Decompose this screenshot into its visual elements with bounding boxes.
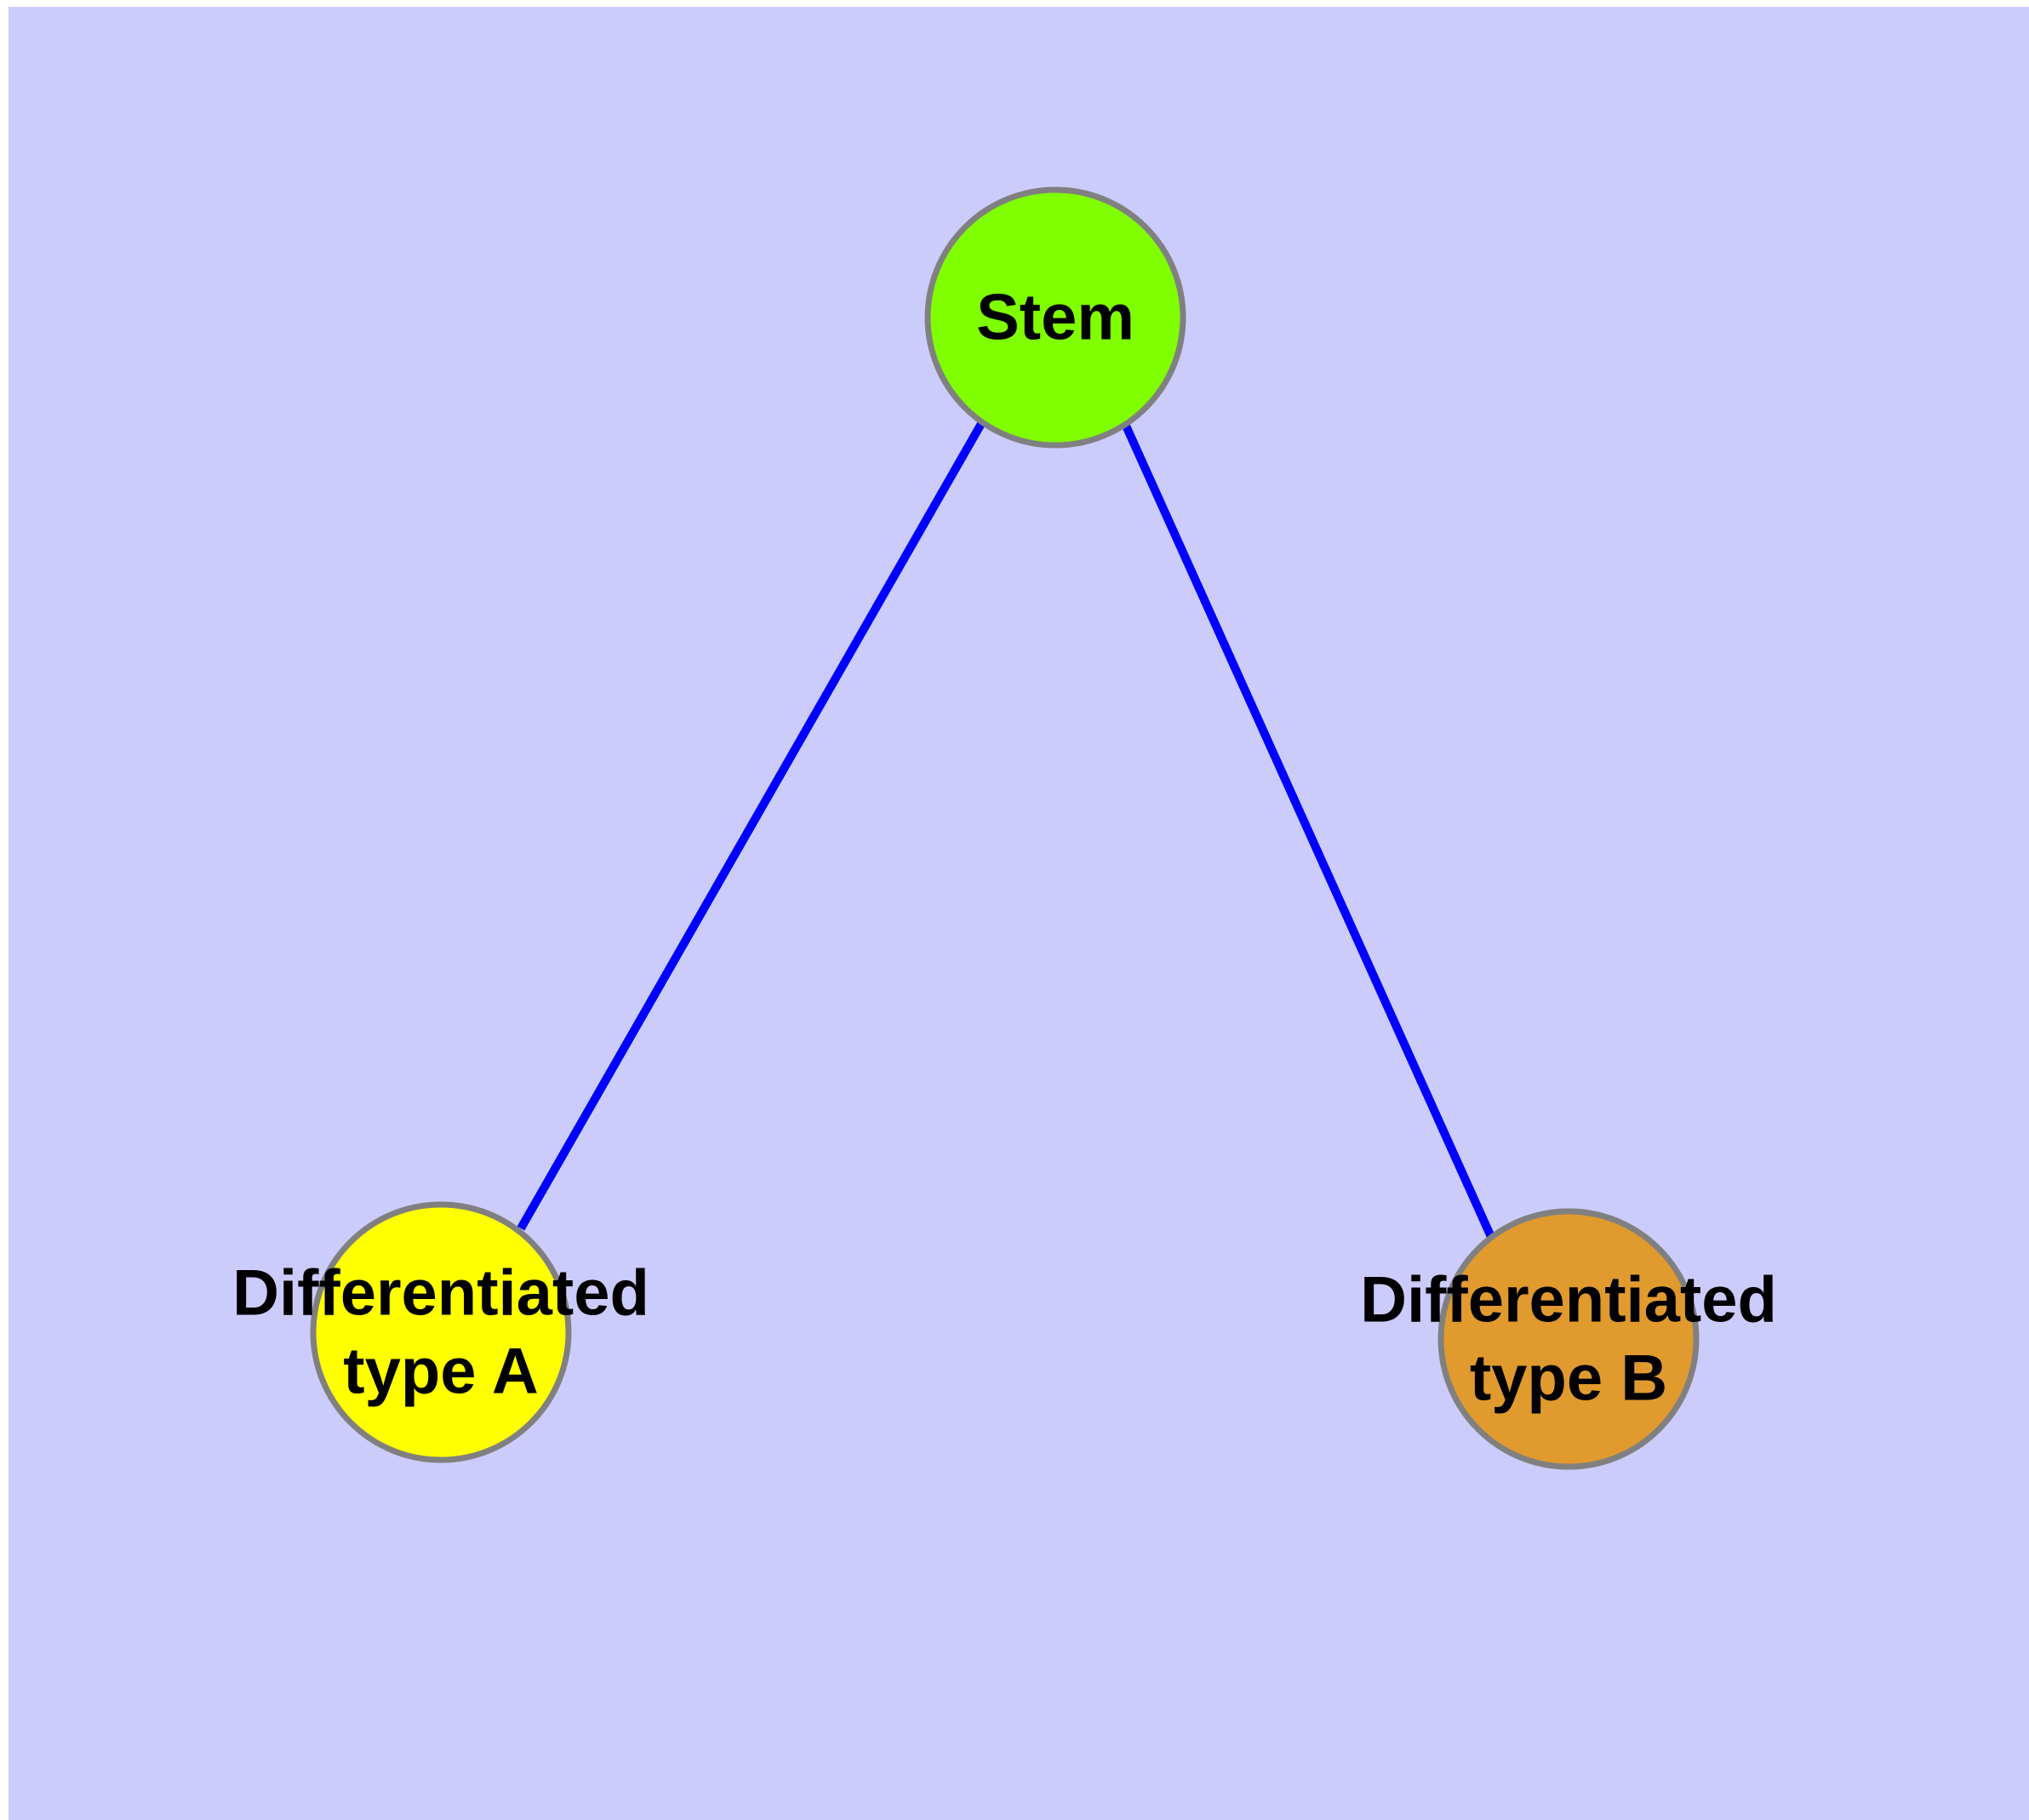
edge-stem-to-differentiated-type-a[interactable] [517, 420, 986, 1231]
node-differentiated-type-b-label-line-1: Differentiated [1360, 1264, 1777, 1336]
node-differentiated-type-a-label-line-2: type A [343, 1336, 538, 1408]
node-differentiated-type-b-label-line-2: type B [1470, 1342, 1667, 1415]
node-stem[interactable]: Stem [924, 186, 1186, 449]
node-stem-circle[interactable] [924, 186, 1186, 449]
edges-group [517, 420, 1495, 1239]
edge-stem-to-differentiated-type-b[interactable] [1121, 421, 1495, 1239]
node-differentiated-type-b[interactable]: Differentiated type B [1360, 1208, 1777, 1470]
nodes-group: Stem Differentiated type A Differentiate… [232, 186, 1777, 1470]
node-differentiated-type-a[interactable]: Differentiated type A [232, 1201, 649, 1463]
node-stem-label-line-1: Stem [976, 282, 1135, 354]
node-differentiated-type-a-circle[interactable] [310, 1201, 572, 1463]
node-differentiated-type-b-circle[interactable] [1437, 1208, 1700, 1470]
node-differentiated-type-a-label-line-1: Differentiated [232, 1257, 649, 1330]
